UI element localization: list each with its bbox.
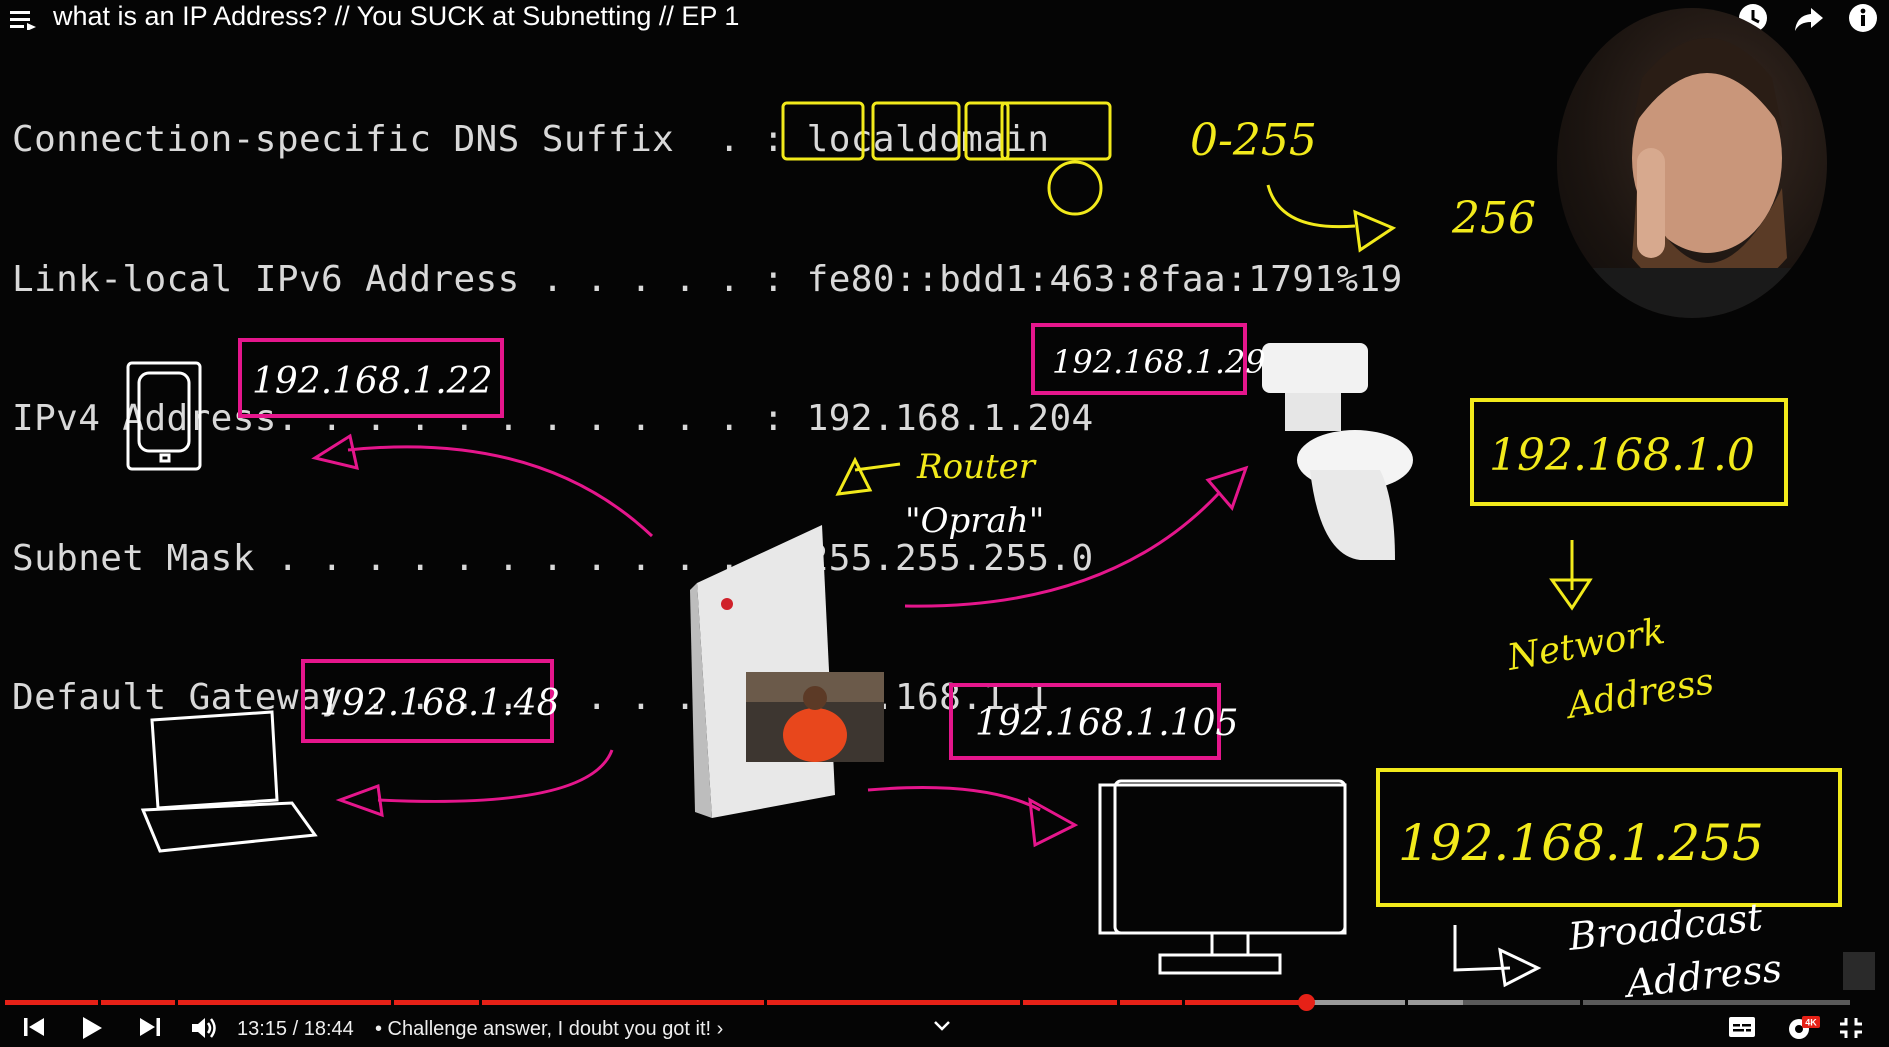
progress-scrubber[interactable] [1297,994,1315,1011]
chevron-down-icon[interactable] [933,1020,951,1032]
router-nickname: "Oprah" [905,501,1044,541]
toilet-device [1262,343,1413,560]
previous-icon[interactable] [22,1016,46,1038]
network-label-1: Network [1503,611,1667,679]
toilet-ip: 192.168.1.29 [1052,343,1266,381]
arrow-to-monitor [1028,797,1079,848]
chapter-marker [1182,1000,1185,1005]
toilet-ip-box [1031,323,1247,395]
whiteboard-drawing: 0-255 256 192.168.1.22 192.168.1.29 [126,101,1875,1000]
arrow-to-broadcast-label [1498,947,1542,988]
arrow-to-toilet [1205,465,1249,511]
laptop-device [140,710,318,853]
terminal-line: Link-local IPv6 Address . . . . . : fe80… [12,258,1403,300]
chapter-marker [479,1000,482,1005]
player-controls: 13:15 / 18:44 • Challenge answer, I doub… [0,1008,1889,1047]
captions-icon[interactable] [1728,1016,1756,1038]
count-label: 256 [1451,193,1536,244]
monitor-ip-box [949,683,1221,760]
chapter-marker [175,1000,178,1005]
network-label-2: Address [1561,661,1716,728]
terminal-line: IPv4 Address. . . . . . . . . . . : 192.… [12,398,1094,439]
laptop-ip: 192.168.1.48 [319,683,559,724]
terminal-line: Subnet Mask . . . . . . . . . . . : 255.… [12,537,1094,579]
progress-bar[interactable] [5,994,1850,1011]
chapter-marker [1020,1000,1023,1005]
play-icon[interactable] [80,1016,104,1040]
broadcast-address: 192.168.1.255 [1398,814,1764,872]
chapter-marker [98,1000,101,1005]
chapter-title[interactable]: • Challenge answer, I doubt you got it! … [375,1018,724,1040]
next-icon[interactable] [138,1016,162,1038]
presenter-webcam [1557,8,1827,318]
settings-icon[interactable]: 4K [1786,1014,1820,1042]
tablet-device [126,361,202,471]
video-title[interactable]: what is an IP Address? // You SUCK at Su… [53,1,740,31]
chapter-marker [764,1000,767,1005]
octet-highlights [781,101,1112,216]
router-label: Router [916,447,1037,487]
chapter-marker [1405,1000,1408,1005]
broadcast-address-box [1376,768,1842,907]
top-bar: what is an IP Address? // You SUCK at Su… [0,0,1889,38]
laptop-ip-box [301,659,554,743]
terminal-line: Connection-specific DNS Suffix . : local… [12,119,1050,160]
arrow-to-laptop [335,783,384,818]
ipconfig-output: Connection-specific DNS Suffix . : local… [12,24,1403,815]
channel-watermark [1843,952,1875,990]
menu-icon[interactable] [10,10,36,30]
progress-buffered [1305,1000,1463,1005]
arrow-to-router [835,456,873,496]
oprah-image [746,672,884,762]
share-icon[interactable] [1793,2,1825,34]
chapter-marker [1117,1000,1120,1005]
exit-fullscreen-icon[interactable] [1838,1016,1864,1040]
arrow-to-tablet [311,433,359,471]
range-label: 0-255 [1190,115,1317,166]
monitor-device [1098,779,1347,975]
quality-badge: 4K [1805,1018,1817,1028]
tablet-ip: 192.168.1.22 [252,361,492,402]
broadcast-label-2: Address [1621,946,1783,1000]
monitor-ip: 192.168.1.105 [975,703,1238,744]
chapter-marker [1580,1000,1583,1005]
chapter-marker [391,1000,394,1005]
router-device [690,525,835,818]
time-display: 13:15 / 18:44 [237,1018,354,1040]
network-address-box [1470,398,1788,506]
tablet-ip-box [238,338,504,418]
network-address: 192.168.1.0 [1489,430,1755,481]
progress-played [5,1000,1306,1005]
volume-icon[interactable] [190,1016,218,1040]
arrow-to-network-label [1549,578,1593,611]
info-icon[interactable] [1847,2,1879,34]
arrow-to-256 [1266,184,1356,229]
